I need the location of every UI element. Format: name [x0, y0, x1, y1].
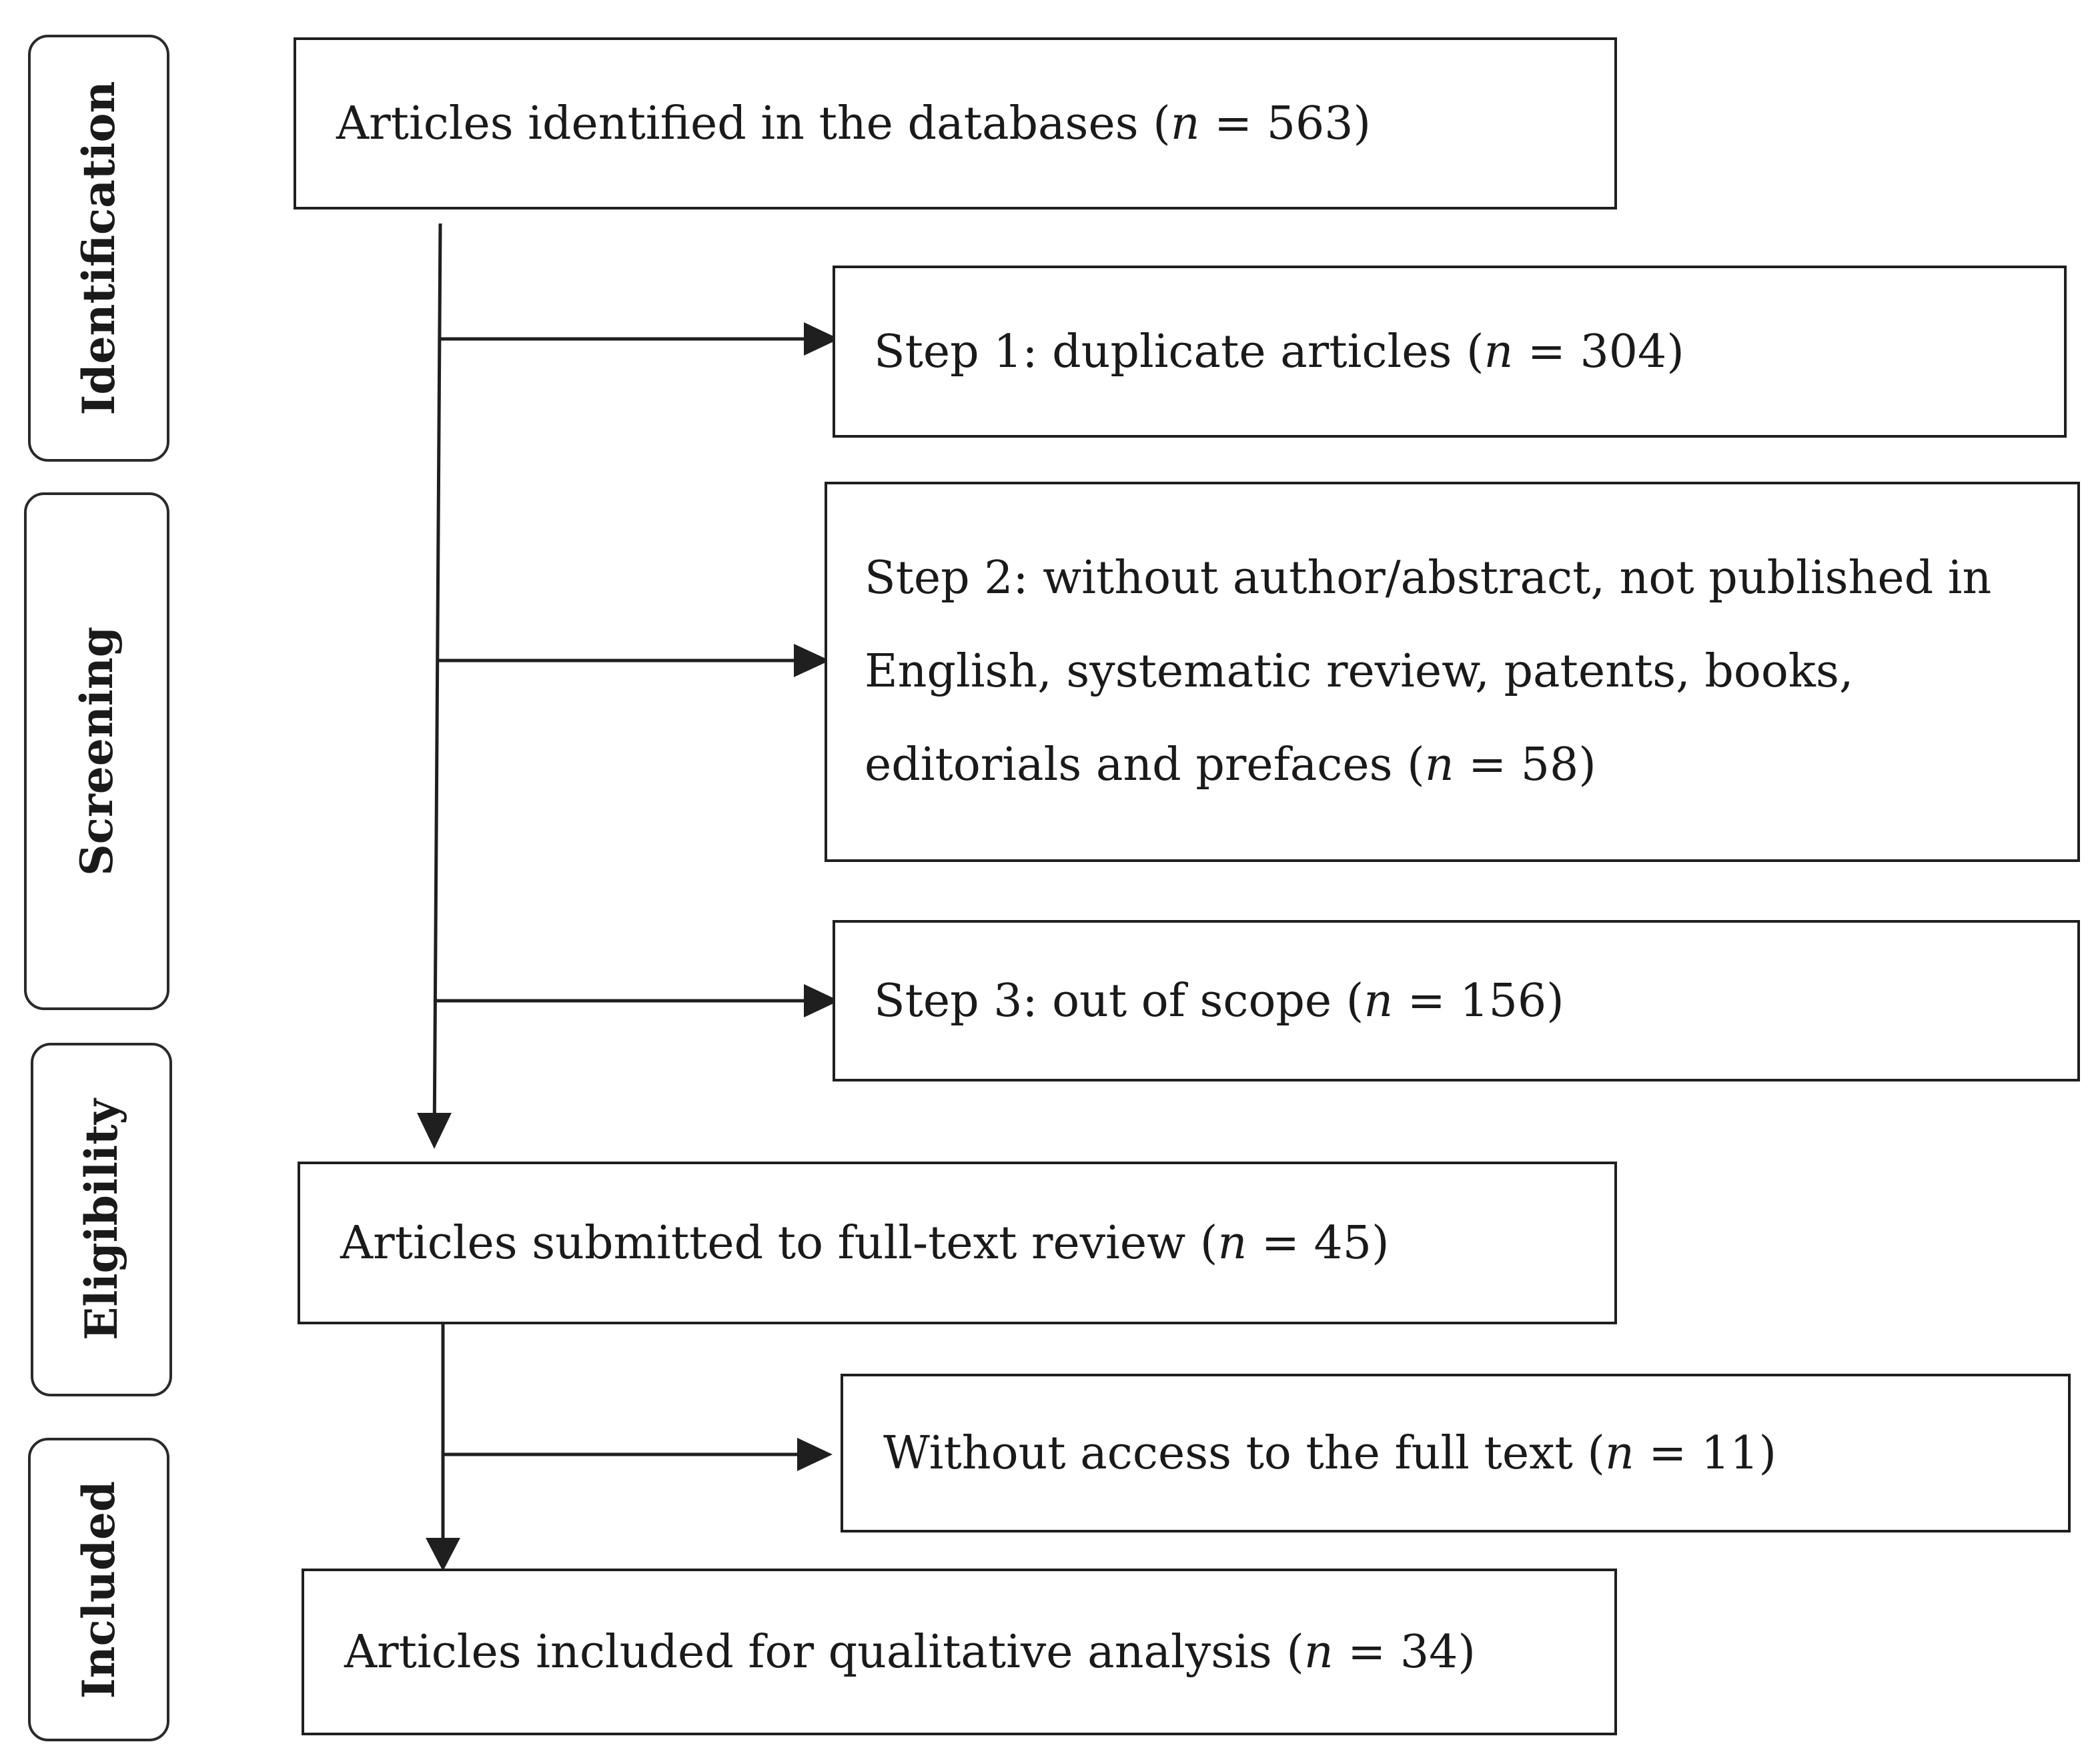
box-step1-duplicates: Step 1: duplicate articles (n = 304): [833, 266, 2067, 438]
stage-label-identification: Identification: [73, 81, 125, 416]
stage-eligibility: Eligibility: [31, 1043, 172, 1396]
box-full-text-review-text: Articles submitted to full-text review (…: [340, 1216, 1390, 1270]
box-step2-text: Step 2: without author/abstract, not pub…: [865, 552, 1992, 791]
arrowhead-included: [426, 1538, 460, 1571]
box-articles-identified: Articles identified in the databases (n …: [294, 37, 1617, 209]
stage-label-eligibility: Eligibility: [75, 1099, 127, 1340]
stage-screening: Screening: [24, 492, 169, 1010]
box-without-access-text: Without access to the full text (n = 11): [883, 1426, 1776, 1480]
arrow-identified-to-fulltext: [432, 223, 442, 1145]
arrowhead-step3: [804, 984, 839, 1017]
box-without-access: Without access to the full text (n = 11): [841, 1374, 2071, 1532]
box-articles-included: Articles included for qualitative analys…: [302, 1569, 1617, 1735]
arrowhead-step2: [794, 644, 830, 677]
stage-included: Included: [28, 1438, 169, 1741]
box-step3-text: Step 3: out of scope (n = 156): [874, 974, 1564, 1027]
box-step1-text: Step 1: duplicate articles (n = 304): [874, 325, 1684, 378]
box-step3-out-of-scope: Step 3: out of scope (n = 156): [833, 920, 2080, 1081]
arrowhead-no-access: [797, 1438, 833, 1471]
box-full-text-review: Articles submitted to full-text review (…: [298, 1162, 1617, 1324]
stage-label-included: Included: [73, 1480, 125, 1699]
stage-identification: Identification: [28, 35, 169, 462]
box-step2-exclusions: Step 2: without author/abstract, not pub…: [825, 482, 2080, 862]
box-articles-identified-text: Articles identified in the databases (n …: [336, 97, 1372, 150]
arrowhead-fulltext: [417, 1113, 452, 1149]
box-articles-included-text: Articles included for qualitative analys…: [344, 1625, 1476, 1679]
arrowhead-step1: [804, 322, 839, 356]
stage-label-screening: Screening: [71, 626, 123, 876]
